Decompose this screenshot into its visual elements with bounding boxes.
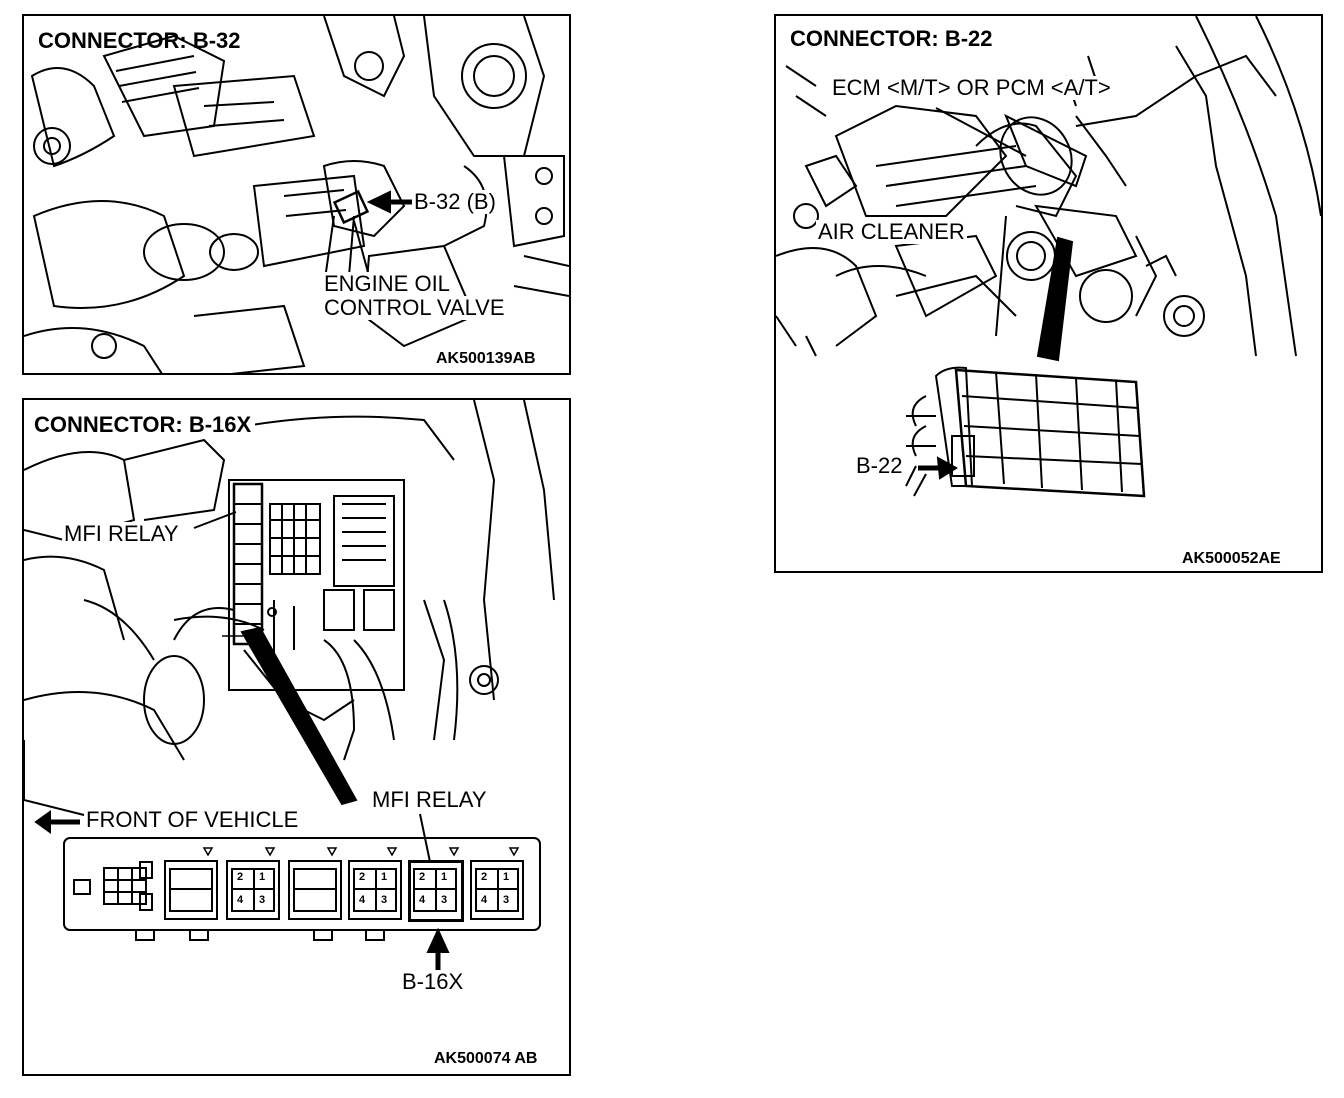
pin-3-label: 3 — [259, 894, 266, 906]
pin-1-label: 1 — [381, 871, 388, 883]
label-engine-oil: ENGINE OIL — [322, 271, 452, 296]
figure-code-b32: AK500139AB — [436, 350, 536, 367]
label-ecm-pcm: ECM <M/T> OR PCM <A/T> — [830, 75, 1113, 100]
label-air-cleaner: AIR CLEANER — [816, 219, 967, 244]
callout-b22-connector: B-22 — [854, 453, 905, 478]
relay-box-illustration — [24, 400, 571, 1076]
relay-socket-1 — [164, 860, 218, 920]
pin-3-label: 3 — [441, 894, 448, 906]
callout-b32-connector: B-32 (B) — [412, 189, 498, 214]
relay-socket-4: 2 1 4 3 — [348, 860, 402, 920]
figure-code-b16x: AK500074 AB — [434, 1050, 538, 1067]
pin-4-label: 4 — [419, 894, 426, 906]
panel-connector-b16x: 2 1 4 3 2 1 4 3 2 1 4 3 2 1 4 3 CONNECTO… — [22, 398, 571, 1076]
pin-4-label: 4 — [359, 894, 366, 906]
pin-1-label: 1 — [259, 871, 266, 883]
relay-marker-triangles — [202, 847, 520, 857]
pin-4-label: 4 — [481, 894, 488, 906]
ecm-illustration — [776, 16, 1323, 573]
panel-connector-b32: CONNECTOR: B-32 B-32 (B) ENGINE OIL CONT… — [22, 14, 571, 375]
panel-title-b22: CONNECTOR: B-22 — [790, 26, 997, 52]
panel-title-b32: CONNECTOR: B-32 — [38, 28, 241, 53]
pin-2-label: 2 — [359, 871, 366, 883]
engine-bay-illustration-b32 — [24, 16, 571, 375]
relay-socket-3 — [288, 860, 342, 920]
pin-1-label: 1 — [441, 871, 448, 883]
relay-socket-2: 2 1 4 3 — [226, 860, 280, 920]
pin-3-label: 3 — [381, 894, 388, 906]
label-control-valve: CONTROL VALVE — [322, 295, 507, 320]
relay-socket-5-mfi: 2 1 4 3 — [408, 860, 464, 922]
pin-2-label: 2 — [481, 871, 488, 883]
pin-2-label: 2 — [237, 871, 244, 883]
relay-socket-6: 2 1 4 3 — [470, 860, 524, 920]
panel-connector-b22: CONNECTOR: B-22 ECM <M/T> OR PCM <A/T> A… — [774, 14, 1323, 573]
pin-2-label: 2 — [419, 871, 426, 883]
pin-3-label: 3 — [503, 894, 510, 906]
pin-4-label: 4 — [237, 894, 244, 906]
panel-title-b16x: CONNECTOR: B-16X — [34, 412, 256, 438]
label-mfi-relay-upper: MFI RELAY — [62, 521, 181, 546]
figure-code-b22: AK500052AE — [1182, 550, 1281, 567]
pin-1-label: 1 — [503, 871, 510, 883]
callout-b16x-connector: B-16X — [400, 969, 466, 994]
label-front-of-vehicle: FRONT OF VEHICLE — [84, 807, 301, 832]
label-mfi-relay-lower: MFI RELAY — [370, 787, 489, 812]
